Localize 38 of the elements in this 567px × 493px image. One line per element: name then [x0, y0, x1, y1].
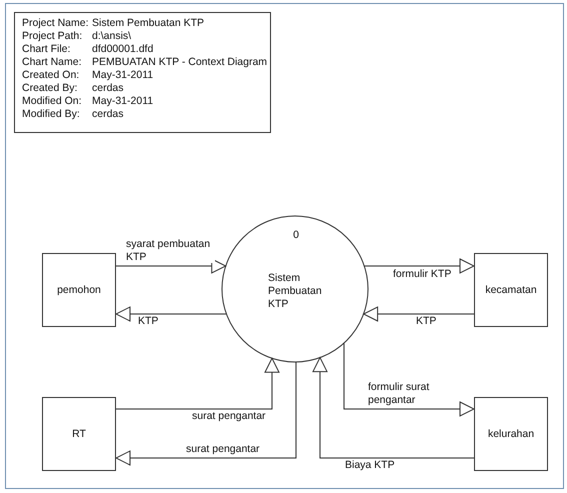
- info-label: Modified By:: [22, 108, 81, 120]
- external-entity-box: [42, 397, 116, 471]
- info-value: Sistem Pembuatan KTP: [92, 17, 206, 29]
- arrow: [312, 357, 474, 458]
- arrow: [363, 306, 474, 322]
- arrow: [344, 342, 474, 416]
- edge-label: syarat pembuatan KTP: [125, 238, 215, 263]
- arrow: [116, 362, 296, 466]
- external-entity-box: [474, 397, 548, 471]
- info-value: PEMBUATAN KTP - Context Diagram: [92, 56, 268, 68]
- info-value: cerdas: [92, 108, 125, 120]
- edge-label: Biaya KTP: [344, 459, 396, 472]
- info-label: Created On:: [22, 69, 80, 81]
- arrow: [116, 358, 280, 410]
- info-value: May-31-2011: [92, 69, 154, 81]
- arrow: [364, 258, 474, 274]
- info-label: Created By:: [22, 82, 78, 94]
- edge-label: surat pengantar: [185, 443, 261, 456]
- info-label: Project Name:: [22, 17, 90, 29]
- edge-label: surat pengantar: [191, 410, 267, 422]
- arrow: [116, 258, 226, 274]
- entity-name: kecamatan: [485, 284, 537, 296]
- external-entity-box: [474, 253, 548, 327]
- info-label: Chart Name:: [22, 56, 83, 68]
- external-entity-box: [42, 253, 116, 327]
- arrow: [116, 306, 227, 322]
- info-label: Modified On:: [22, 95, 83, 107]
- entity-name: kelurahan: [488, 428, 534, 440]
- info-value: cerdas: [92, 82, 125, 94]
- info-value: d:\ansis\: [92, 30, 132, 42]
- entity-name: RT: [72, 428, 86, 440]
- info-label: Chart File:: [22, 43, 72, 55]
- edge-label: formulir KTP: [392, 268, 452, 280]
- entity-name: pemohon: [57, 284, 101, 296]
- info-value: May-31-2011: [92, 95, 154, 107]
- info-value: dfd00001.dfd: [92, 43, 154, 55]
- project-info-box: [14, 12, 271, 133]
- info-label: Project Path:: [22, 30, 84, 42]
